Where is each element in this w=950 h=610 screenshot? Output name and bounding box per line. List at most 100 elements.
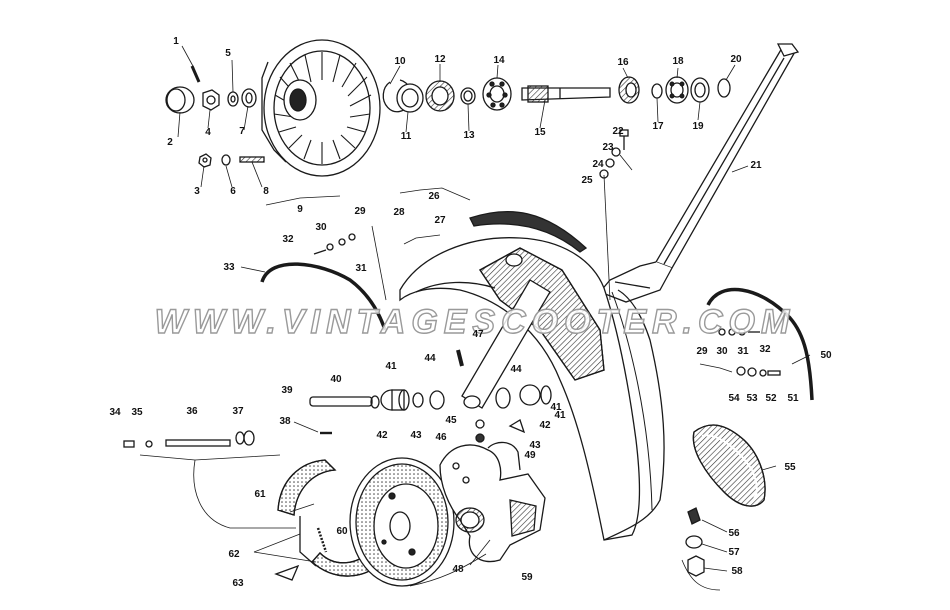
ring-17 [651, 83, 663, 99]
spacer-7 [241, 88, 257, 108]
callout-number: 54 [728, 393, 740, 404]
fork-tube [461, 279, 551, 409]
hub-cap [165, 86, 195, 114]
callout-number: 13 [463, 130, 475, 141]
bearing-16 [618, 76, 640, 104]
roller-bearing-12 [425, 80, 455, 112]
race-19 [690, 77, 710, 103]
callout-number: 40 [330, 374, 342, 385]
brake-drum [349, 457, 455, 587]
callout-number: 42 [539, 420, 551, 431]
callout-number: 41 [550, 402, 562, 413]
callout-number: 7 [239, 126, 245, 137]
trim-33 [260, 262, 387, 331]
callout-number: 38 [279, 416, 291, 427]
spring-60 [316, 527, 328, 553]
ring-20 [717, 78, 731, 98]
callout-number: 4 [205, 127, 211, 138]
callout-number: 41 [554, 410, 566, 421]
callout-number: 31 [355, 263, 367, 274]
cotter-pin [190, 65, 201, 83]
callout-number: 21 [750, 160, 762, 171]
callout-number: 36 [186, 406, 198, 417]
callout-number: 26 [428, 191, 440, 202]
trim-50 [706, 287, 814, 401]
callout-number: 27 [434, 215, 446, 226]
callout-number: 17 [652, 121, 664, 132]
wheel-shaft [521, 85, 611, 103]
pin-41 [456, 349, 464, 367]
callout-number: 45 [445, 415, 457, 426]
seal-13 [460, 87, 476, 105]
callout-number: 51 [787, 393, 799, 404]
callout-number: 32 [282, 234, 294, 245]
callout-number: 25 [581, 175, 593, 186]
brake-shoe-upper [277, 459, 337, 516]
callout-number: 59 [521, 572, 533, 583]
callout-number: 49 [524, 450, 536, 461]
washer-43 [412, 392, 424, 408]
axle-pin-39 [309, 396, 373, 407]
callout-number: 43 [410, 430, 422, 441]
washer-6 [221, 154, 231, 166]
callout-number: 44 [424, 353, 436, 364]
callout-number: 29 [354, 206, 366, 217]
callout-number: 34 [109, 407, 121, 418]
fittings-51-54 [736, 366, 781, 377]
callout-number: 31 [737, 346, 749, 357]
callout-number: 53 [746, 393, 758, 404]
callout-number: 57 [728, 547, 740, 558]
callout-number: 5 [225, 48, 231, 59]
callout-number: 1 [173, 36, 179, 47]
pin-45-46 [475, 419, 485, 443]
ball-bearing-14 [482, 77, 512, 111]
callout-number: 19 [692, 121, 704, 132]
callout-number: 6 [230, 186, 236, 197]
fastener-left [313, 233, 356, 255]
callout-number: 44 [510, 364, 522, 375]
callout-number: 9 [297, 204, 303, 215]
stud-8 [239, 156, 265, 163]
callout-number: 30 [315, 222, 327, 233]
callout-number: 48 [452, 564, 464, 575]
callout-number: 46 [435, 432, 447, 443]
brake-carrier [439, 441, 546, 563]
callout-number: 37 [232, 406, 244, 417]
callout-number: 28 [393, 207, 405, 218]
callout-number: 55 [784, 462, 796, 473]
dust-cover [692, 424, 766, 507]
callout-number: 30 [716, 346, 728, 357]
callout-number: 56 [728, 528, 740, 539]
callout-number: 41 [385, 361, 397, 372]
callout-number: 50 [820, 350, 832, 361]
bearing-18 [665, 76, 689, 104]
callout-number: 20 [730, 54, 742, 65]
callout-number: 47 [472, 329, 484, 340]
pointer-63 [274, 564, 300, 581]
callout-number: 43 [529, 440, 541, 451]
nut-24 [605, 158, 615, 168]
callout-number: 42 [376, 430, 388, 441]
callout-number: 62 [228, 549, 240, 560]
callout-number: 24 [592, 159, 604, 170]
steering-column [598, 43, 800, 303]
callout-number: 2 [167, 137, 173, 148]
lever-rod [123, 430, 255, 448]
nut-23 [611, 147, 621, 157]
bush-42b [519, 384, 552, 406]
washer-5 [227, 91, 239, 107]
fastener-right [718, 328, 760, 336]
bolt-22 [619, 129, 629, 150]
callout-number: 63 [232, 578, 244, 589]
watermark-text: WWW.VINTAGESCOOTER.COM [154, 302, 796, 341]
grease-fitting [685, 507, 705, 577]
castle-nut [202, 89, 220, 111]
callout-number: 52 [765, 393, 777, 404]
callout-number: 39 [281, 385, 293, 396]
part-49 [508, 419, 526, 434]
callout-number: 12 [434, 54, 446, 65]
mudguard-crest [469, 210, 588, 253]
callout-number: 18 [672, 56, 684, 67]
